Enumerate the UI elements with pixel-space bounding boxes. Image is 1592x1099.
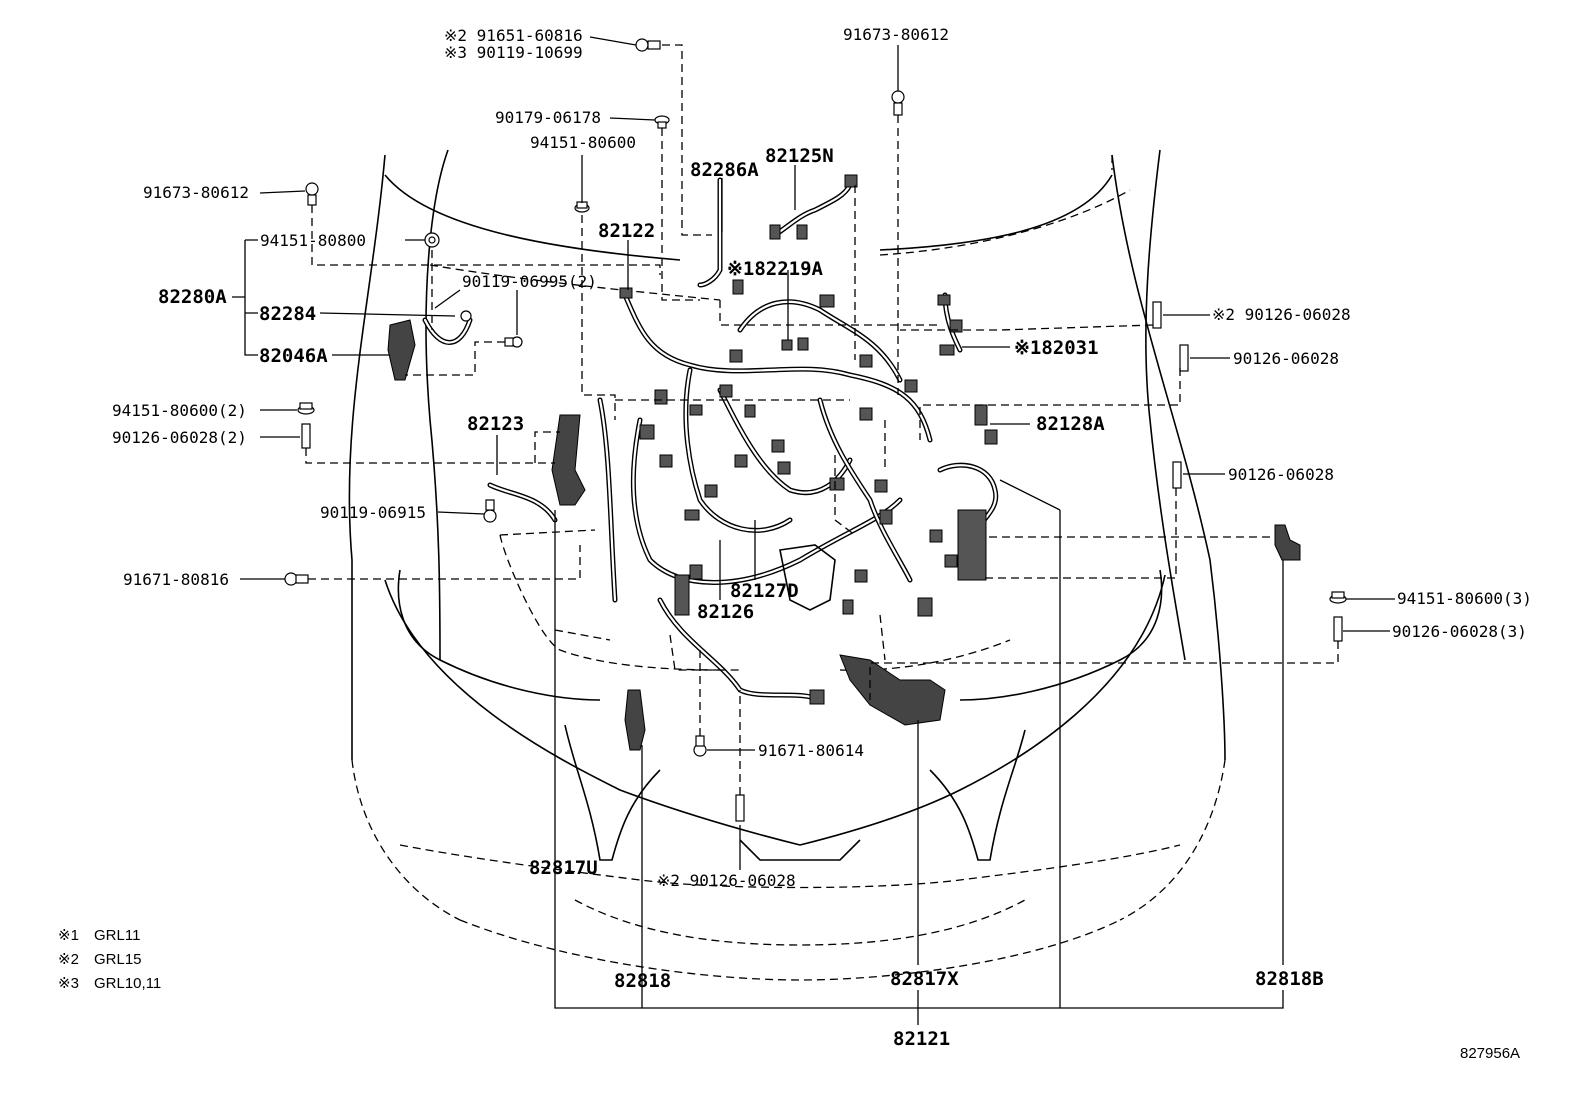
notes-legend: ※1 GRL11 ※2 GRL15 ※3 GRL10,11	[58, 927, 161, 992]
harness-connectors	[619, 174, 998, 705]
label-82284: 82284	[259, 303, 316, 325]
bolt-icon	[284, 572, 298, 586]
stud-icon	[301, 423, 311, 449]
engine-harness-82121	[387, 174, 1301, 751]
bolt-icon	[504, 337, 514, 347]
label-91671-80816: 91671-80816	[123, 570, 229, 589]
bolt-icon	[695, 735, 705, 747]
label-82817u: 82817U	[529, 857, 598, 879]
label-82121: 82121	[893, 1028, 950, 1050]
label-82817x: 82817X	[890, 968, 959, 990]
stud-icon	[1333, 616, 1343, 642]
label-94151-80800: 94151-80800	[260, 231, 366, 250]
label-90126-06028-b: ※2 90126-06028	[657, 871, 796, 890]
bolt-icon	[635, 38, 649, 52]
note-mark-1: ※1	[58, 927, 79, 944]
label-82818: 82818	[614, 970, 671, 992]
bolt-icon	[485, 499, 495, 511]
bolt-icon	[307, 194, 317, 206]
leader-lines	[232, 36, 1395, 1025]
stud-icon	[1172, 461, 1182, 489]
label-90119-06915: 90119-06915	[320, 503, 426, 522]
label-82046a: 82046A	[259, 345, 328, 367]
label-90126-06028-r2: 90126-06028	[1233, 349, 1339, 368]
label-82280a: 82280A	[158, 286, 227, 308]
bolt-icon	[647, 40, 661, 50]
stud-icon	[1179, 344, 1189, 372]
label-82031: ※182031	[1014, 337, 1099, 359]
note-mark-3: ※3	[58, 975, 79, 992]
label-94151-80600-2: 94151-80600(2)	[112, 401, 247, 420]
label-82286a: 82286A	[690, 159, 759, 181]
note-text-1: GRL11	[94, 927, 140, 944]
vehicle-body-outline	[348, 149, 1226, 981]
bolt-icon	[893, 102, 903, 116]
stud-icon	[735, 794, 745, 822]
bolt-icon	[295, 574, 309, 584]
dashed-reference-lines	[305, 44, 1339, 795]
stud-icon	[1152, 301, 1162, 329]
label-82818b: 82818B	[1255, 968, 1324, 990]
part-number-labels: ※2 91651-60816 ※3 90119-10699 91673-8061…	[112, 25, 1532, 1050]
bolt-icon	[305, 182, 319, 196]
nut-icon	[299, 402, 313, 410]
label-90119-10699: ※3 90119-10699	[444, 43, 583, 62]
nut-icon	[428, 236, 436, 244]
label-82126: 82126	[697, 601, 754, 623]
note-mark-2: ※2	[58, 951, 79, 968]
label-90179-06178: 90179-06178	[495, 108, 601, 127]
bolt-icon	[483, 509, 497, 523]
label-94151-80600: 94151-80600	[530, 133, 636, 152]
label-90119-06995: 90119-06995(2)	[462, 272, 597, 291]
label-91673-80612-top: 91673-80612	[843, 25, 949, 44]
clip-icon	[657, 121, 667, 129]
label-90126-06028-r1: ※2 90126-06028	[1212, 305, 1351, 324]
bolt-icon	[891, 90, 905, 104]
label-90126-06028-3: 90126-06028(3)	[1392, 622, 1527, 641]
label-82128a: 82128A	[1036, 413, 1105, 435]
nut-icon	[1331, 591, 1345, 599]
bolt-icon	[460, 310, 472, 322]
label-91651-60816: ※2 91651-60816	[444, 26, 583, 45]
note-text-2: GRL15	[94, 951, 142, 968]
label-82125n: 82125N	[765, 145, 834, 167]
label-82127d: 82127D	[730, 580, 799, 602]
label-91673-80612-left: 91673-80612	[143, 183, 249, 202]
label-90126-06028-r3: 90126-06028	[1228, 465, 1334, 484]
label-90126-06028-2: 90126-06028(2)	[112, 428, 247, 447]
label-82122: 82122	[598, 220, 655, 242]
figure-id: 827956A	[1460, 1045, 1520, 1062]
label-94151-80600-3: 94151-80600(3)	[1397, 589, 1532, 608]
label-82219a: ※182219A	[727, 258, 824, 280]
note-text-3: GRL10,11	[94, 975, 161, 992]
label-82123: 82123	[467, 413, 524, 435]
label-91671-80614: 91671-80614	[758, 741, 864, 760]
